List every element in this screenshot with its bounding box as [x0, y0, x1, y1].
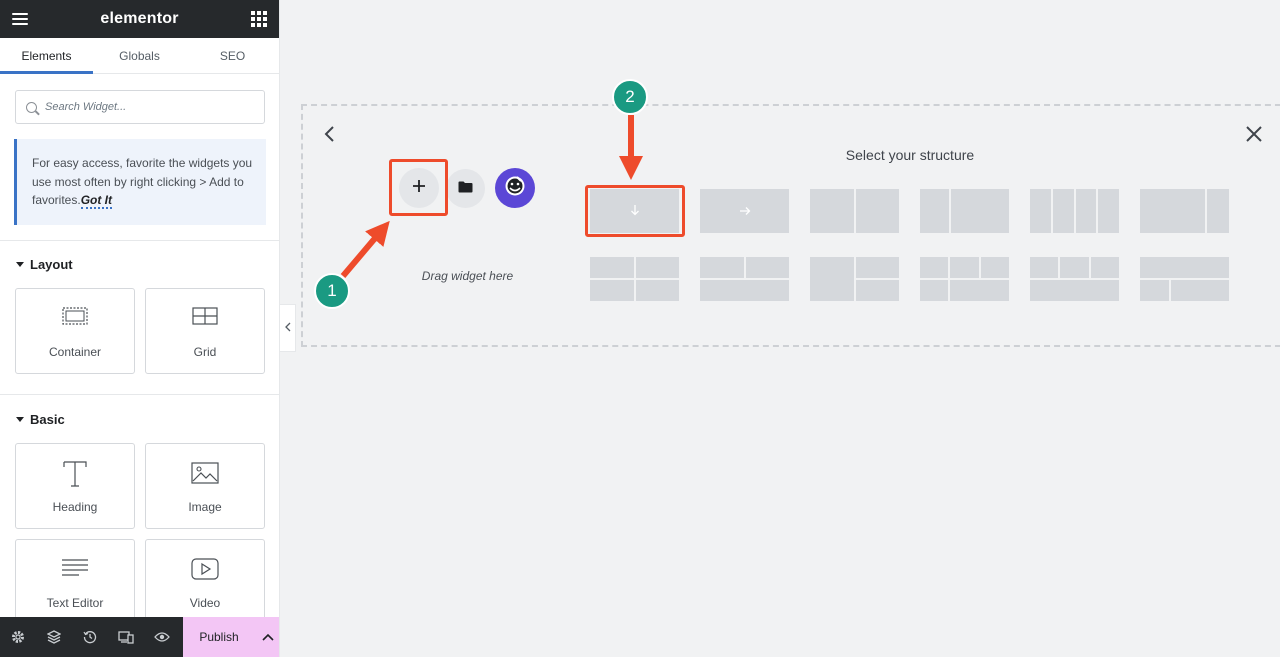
category-title: Layout [30, 257, 73, 272]
tab-elements[interactable]: Elements [0, 38, 93, 74]
widget-image[interactable]: Image [145, 443, 265, 529]
widget-label: Grid [193, 345, 217, 359]
tab-globals[interactable]: Globals [119, 48, 160, 63]
structure-2-3-1-3-option[interactable] [1140, 189, 1229, 233]
search-box[interactable] [15, 90, 265, 124]
caret-down-icon [16, 262, 24, 267]
add-template-button[interactable] [446, 169, 485, 208]
widget-video[interactable]: Video [145, 539, 265, 625]
text-editor-icon [61, 558, 89, 581]
structure-2-columns-option[interactable] [810, 189, 899, 233]
editor-panel: elementor Elements Globals SEO For easy … [0, 0, 280, 657]
structure-2-top-1-bottom-option[interactable] [700, 257, 789, 301]
divider [0, 240, 279, 241]
widget-heading[interactable]: Heading [15, 443, 135, 529]
highlight-structure-option [585, 185, 685, 237]
ai-assistant-button[interactable] [495, 168, 535, 208]
structure-horizontal-option[interactable] [700, 189, 789, 233]
widgets-grid-icon[interactable] [251, 11, 267, 27]
widget-label: Video [189, 596, 221, 610]
structure-title: Select your structure [845, 147, 975, 163]
arrow-down-icon [630, 204, 640, 219]
category-title: Basic [30, 412, 65, 427]
structure-4-columns-option[interactable] [1030, 189, 1119, 233]
elementor-logo: elementor [100, 10, 179, 27]
publish-button[interactable]: Publish [183, 617, 255, 657]
divider [0, 394, 279, 395]
back-button[interactable] [322, 125, 338, 148]
notice-text: For easy access, favorite the widgets yo… [32, 156, 253, 207]
history-icon[interactable] [72, 617, 108, 657]
widget-label: Text Editor [46, 596, 104, 610]
chevron-left-icon [322, 126, 338, 147]
close-button[interactable] [1245, 125, 1263, 148]
publish-options-button[interactable] [255, 617, 279, 657]
caret-down-icon [16, 417, 24, 422]
grid-icon [192, 307, 218, 328]
widget-container[interactable]: Container [15, 288, 135, 374]
widget-label: Heading [52, 500, 98, 514]
drag-widget-hint: Drag widget here [421, 269, 514, 283]
heading-icon [62, 460, 88, 491]
widget-text-editor[interactable]: Text Editor [15, 539, 135, 625]
settings-icon[interactable] [0, 617, 36, 657]
chevron-left-icon [284, 319, 291, 337]
favorites-notice: For easy access, favorite the widgets yo… [14, 139, 266, 225]
panel-footer: Publish [0, 617, 279, 657]
structure-1-top-2-bottom-option[interactable] [1140, 257, 1229, 301]
responsive-icon[interactable] [108, 617, 144, 657]
structure-3-top-2-bottom-option[interactable] [920, 257, 1009, 301]
annotation-badge-1: 1 [314, 273, 350, 309]
structure-3-top-1-bottom-option[interactable] [1030, 257, 1119, 301]
video-icon [191, 558, 219, 583]
folder-icon [458, 180, 473, 198]
tab-seo[interactable]: SEO [219, 48, 246, 63]
add-section-button[interactable] [399, 168, 439, 208]
structure-1-3-2-3-option[interactable] [920, 189, 1009, 233]
container-icon [62, 307, 88, 328]
layers-icon[interactable] [36, 617, 72, 657]
chevron-up-icon [261, 628, 274, 646]
category-layout[interactable]: Layout [16, 257, 73, 272]
widget-grid[interactable]: Grid [145, 288, 265, 374]
structure-vertical-option[interactable] [590, 189, 679, 233]
structure-2x2-grid-option[interactable] [590, 257, 679, 301]
structure-1-left-2-right-option[interactable] [810, 257, 899, 301]
category-basic[interactable]: Basic [16, 412, 65, 427]
highlight-add-section [389, 159, 448, 216]
widget-label: Image [188, 500, 222, 514]
menu-icon[interactable] [12, 13, 28, 25]
search-input[interactable] [45, 101, 245, 113]
close-icon [1245, 126, 1263, 147]
widget-label: Container [48, 345, 102, 359]
plus-icon [413, 179, 425, 197]
collapse-panel-button[interactable] [280, 304, 296, 352]
got-it-link[interactable]: Got It [80, 193, 113, 209]
image-icon [191, 462, 219, 487]
search-icon [26, 101, 37, 113]
preview-icon[interactable] [144, 617, 180, 657]
empty-section-dropzone[interactable] [301, 104, 1280, 347]
annotation-badge-2: 2 [612, 79, 648, 115]
arrow-right-icon [739, 204, 751, 219]
panel-tabs: Elements Globals SEO [0, 38, 279, 74]
ai-face-icon [504, 175, 526, 202]
panel-header: elementor [0, 0, 279, 38]
